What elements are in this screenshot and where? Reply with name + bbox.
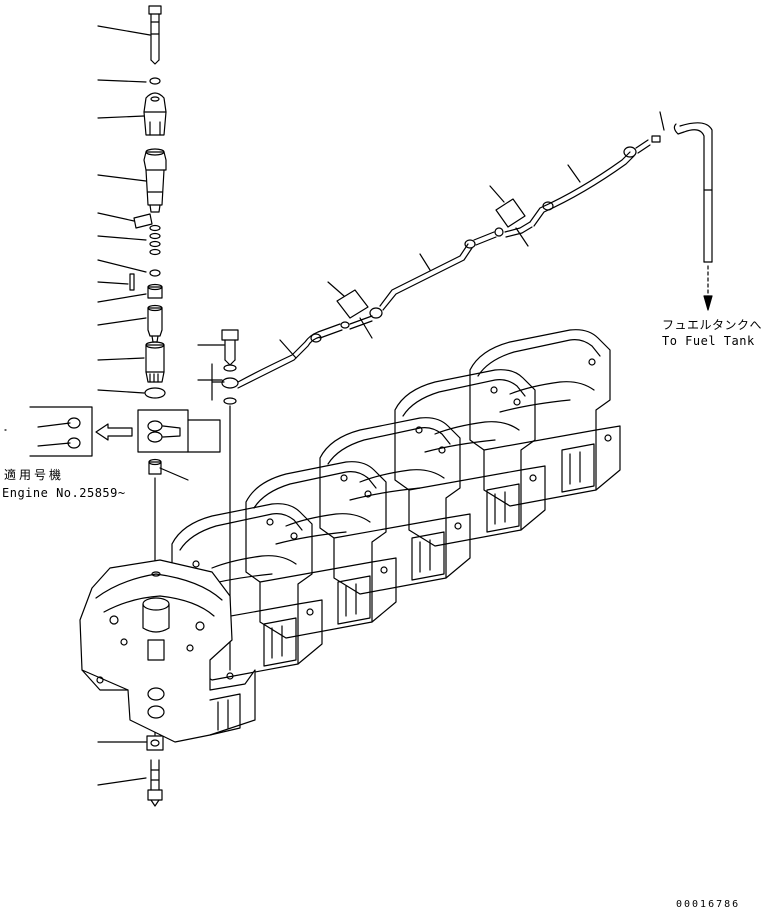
injector-clamp-part <box>143 92 167 136</box>
front-cylinder-head <box>79 559 256 743</box>
stud-part <box>147 759 163 807</box>
gasket-part <box>144 387 166 399</box>
return-fitting-part <box>148 458 162 475</box>
pin-part <box>129 273 135 291</box>
cylinder-head-row <box>171 329 621 681</box>
left-arrow-icon <box>95 423 133 441</box>
engine-number-detail <box>4 406 221 457</box>
drawing-number: 00016786 <box>676 899 741 910</box>
engine-applicability-label-ja: 適用号機 <box>4 468 65 482</box>
injector-parts-stack <box>129 5 167 807</box>
down-arrow-icon <box>703 295 713 311</box>
nozzle-part <box>147 304 163 343</box>
washer-part <box>149 77 161 85</box>
injector-body-part <box>143 148 167 213</box>
fuel-tank-label-ja: フュエルタンクへ <box>662 318 763 332</box>
fuel-return-pipe <box>237 111 713 389</box>
bracket-small-part <box>133 213 153 229</box>
o-ring-set-part <box>149 224 161 256</box>
bottom-nut-part <box>146 735 164 751</box>
seal-ring-part <box>149 269 161 277</box>
leader-lines-left <box>97 25 189 786</box>
engine-number-label: Engine No.25859~ <box>2 486 126 500</box>
small-nut-part <box>147 283 163 299</box>
bolt-long-part <box>148 5 162 65</box>
fuel-tank-label-en: To Fuel Tank <box>662 334 755 348</box>
nozzle-sleeve-part <box>145 341 165 383</box>
